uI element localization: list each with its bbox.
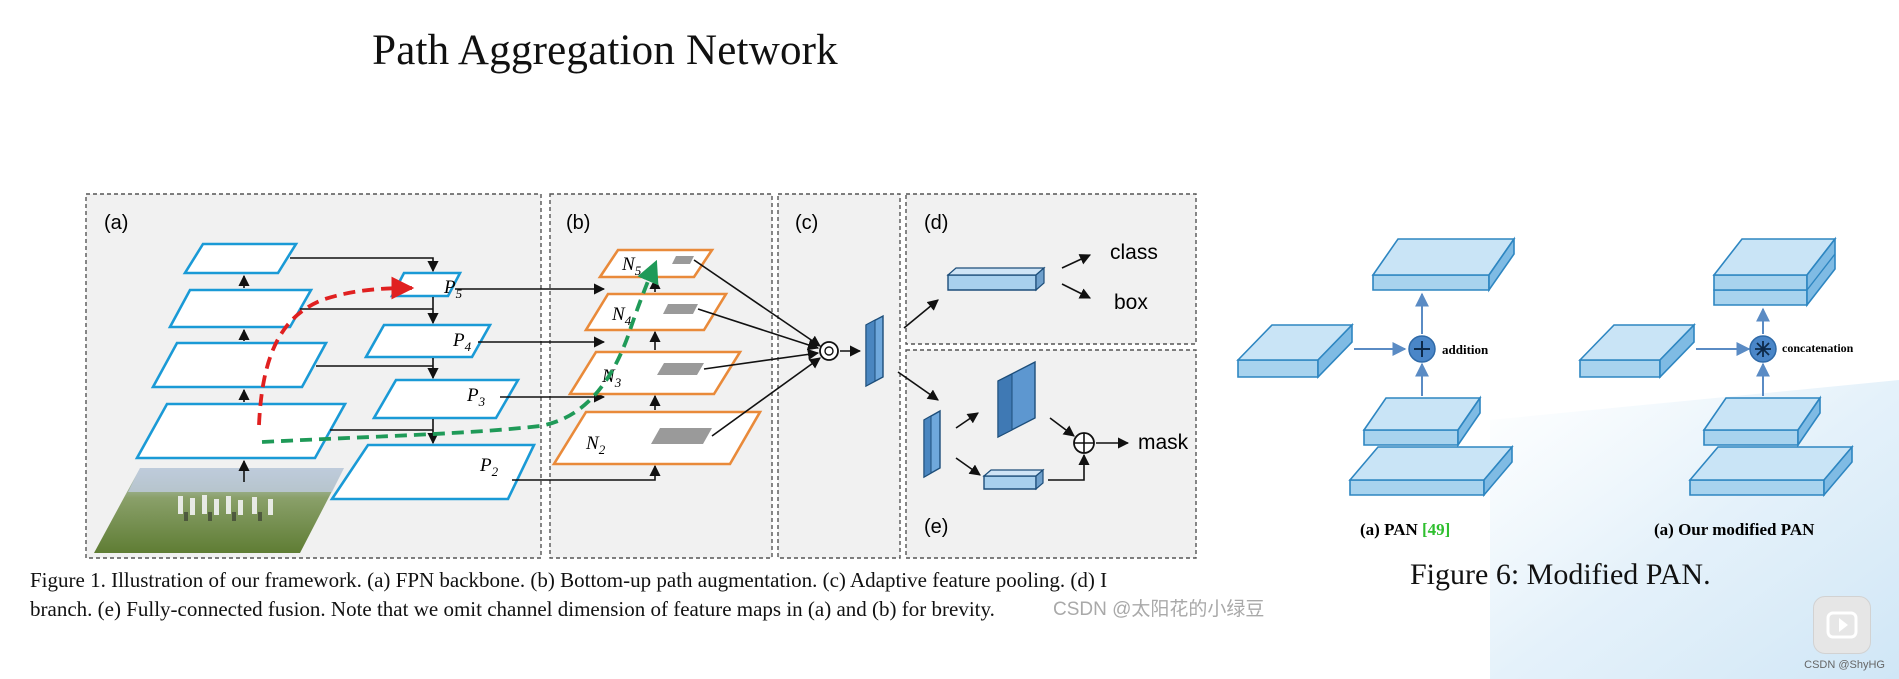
panel-label-e: (e): [924, 516, 948, 538]
label-n2: N2: [585, 433, 606, 457]
addition-node-icon: [1408, 335, 1436, 363]
modified-pan-subcaption: (a) Our modified PAN: [1654, 520, 1815, 539]
play-button[interactable]: [1813, 596, 1871, 654]
mask-fc-block: [982, 468, 1045, 491]
concatenation-label: concatenation: [1782, 341, 1854, 355]
input-image: [94, 468, 344, 553]
addition-op-icon: [1073, 432, 1095, 454]
concat-lateral-input-block: [1578, 323, 1696, 379]
fpn-planes: [329, 271, 537, 501]
pan-plane-n3: [567, 350, 743, 396]
pan-addition-diagram: addition: [1236, 236, 1516, 498]
label-p5: P5: [443, 277, 463, 301]
green-path: [261, 259, 659, 444]
mask-merge-arrows: [1048, 417, 1090, 481]
pan-subcaption: (a) PAN [49]: [1360, 520, 1450, 539]
concatenation-node-icon: [1749, 335, 1777, 363]
corner-credit: CSDN @ShyHG: [1804, 659, 1885, 671]
panel-d-box: [905, 193, 1197, 345]
figure6-caption: Figure 6: Modified PAN.: [1410, 558, 1711, 591]
head-output-arrows: [1061, 254, 1092, 299]
fpn-to-pan-arrows: [455, 283, 661, 481]
pan-plane-n5: [597, 248, 715, 279]
pooled-feature-block: [865, 314, 884, 388]
label-p2: P2: [479, 455, 499, 479]
output-class: class: [1110, 241, 1158, 264]
figure6: addition: [1236, 236, 1854, 539]
watermark: CSDN @太阳花的小绿豆: [1053, 599, 1265, 620]
panel-label-a: (a): [104, 212, 128, 234]
modified-pan-diagram: concatenation: [1578, 236, 1854, 498]
backbone-plane-4: [167, 288, 314, 329]
panel-label-c: (c): [795, 212, 818, 234]
panel-label-d: (d): [924, 212, 948, 234]
figure1-caption-line2: branch. (e) Fully-connected fusion. Note…: [30, 597, 995, 621]
fpn-labels: P5 P4 P3 P2: [443, 277, 499, 479]
figure1: (a) (b) (c) (d) (e): [85, 193, 1197, 559]
concat-output-block: [1712, 236, 1837, 308]
slide-title: Path Aggregation Network: [372, 27, 838, 74]
bottom-input-blocks: [1348, 395, 1514, 498]
fpn-plane-p4: [363, 323, 493, 359]
lateral-arrows: [290, 257, 439, 431]
concat-bottom-input-blocks: [1688, 395, 1854, 498]
mask-roi-block: [923, 409, 941, 479]
roi-patches: [651, 256, 712, 444]
addition-label: addition: [1442, 342, 1489, 357]
figure1-caption-line1: Figure 1. Illustration of our framework.…: [30, 568, 1108, 592]
mask-split-arrows: [955, 412, 981, 476]
panel-label-b: (b): [566, 212, 590, 234]
backbone-plane-2: [134, 402, 348, 460]
to-mask-branch-arrow: [897, 371, 939, 401]
pan-plane-n4: [583, 292, 729, 332]
play-icon: [1826, 611, 1858, 639]
output-mask: mask: [1138, 431, 1189, 454]
output-block: [1371, 236, 1516, 293]
backbone-plane-5: [182, 242, 299, 275]
to-box-head-arrow: [903, 299, 939, 329]
fpn-plane-p2: [329, 443, 537, 501]
figure1-caption: Figure 1. Illustration of our framework.…: [30, 566, 1270, 624]
fusion-op-inner-icon: [824, 346, 834, 356]
fpn-plane-p3: [371, 378, 521, 420]
mask-conv-block: [997, 360, 1036, 439]
lateral-input-block: [1236, 323, 1354, 379]
fusion-op-icon: [819, 341, 839, 361]
label-n4: N4: [611, 304, 632, 328]
box-head-fc: [946, 266, 1046, 292]
panel-e-box: [905, 349, 1197, 559]
red-path: [257, 276, 415, 426]
pooling-arrows: [693, 259, 821, 437]
backbone-plane-3: [150, 341, 329, 389]
label-p4: P4: [452, 330, 472, 354]
output-box: box: [1114, 291, 1148, 314]
label-p3: P3: [466, 385, 486, 409]
